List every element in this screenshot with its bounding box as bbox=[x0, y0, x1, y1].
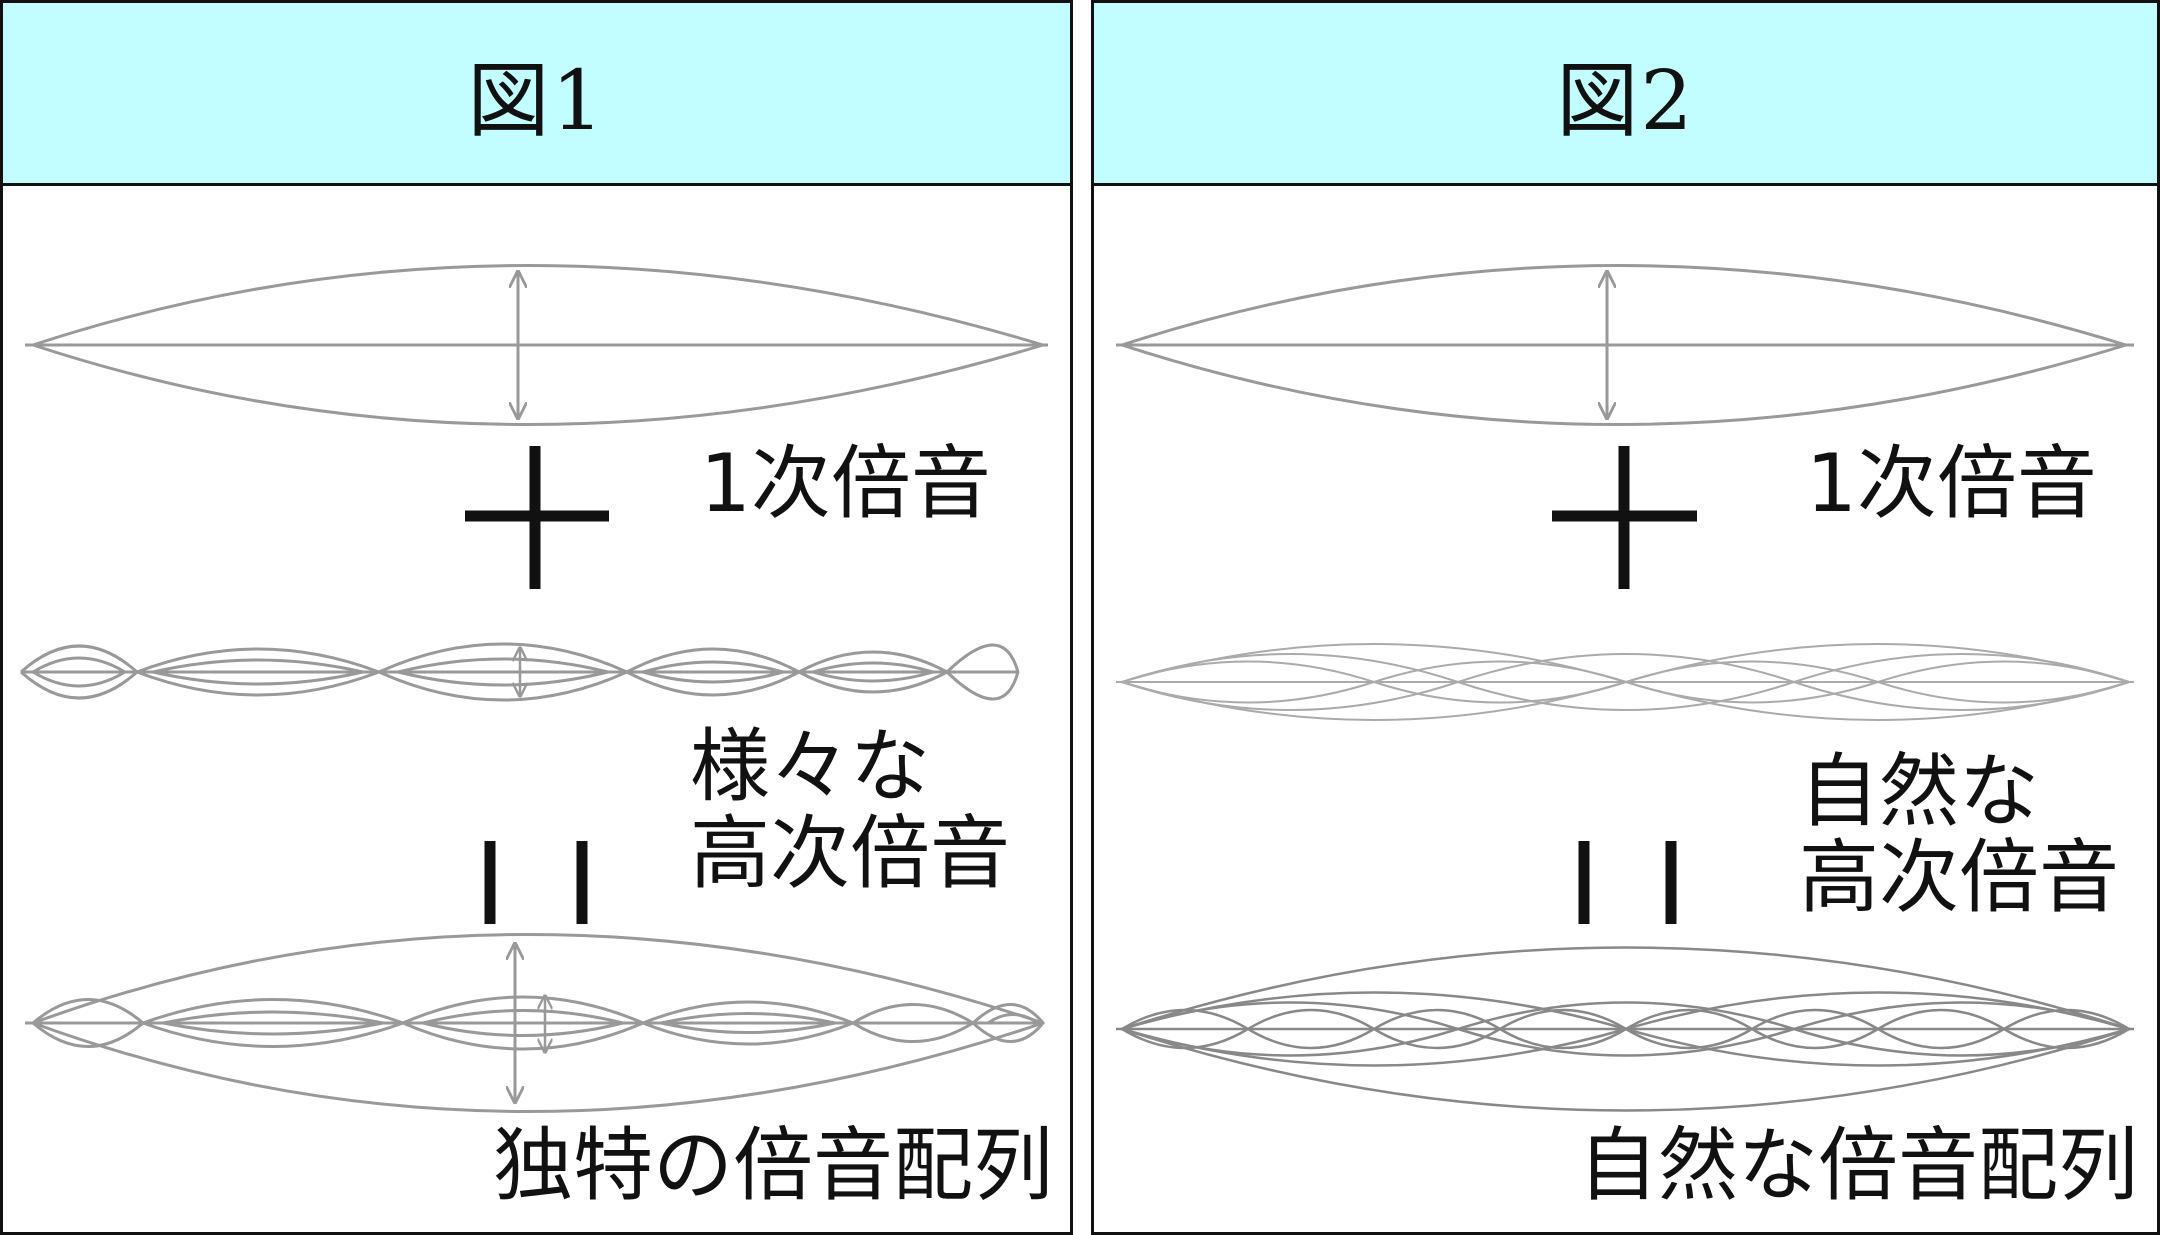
plus-sign bbox=[465, 446, 609, 589]
equals-sign bbox=[1578, 841, 1677, 924]
label-result: 独特の倍音配列 bbox=[493, 1119, 1053, 1212]
fundamental-wave bbox=[25, 264, 1048, 426]
figure-1-diagram: 1次倍音 様々な 高次倍音 bbox=[3, 186, 1070, 1232]
figure-1-panel: 図1 bbox=[0, 0, 1073, 1235]
figure-2-svg: 1次倍音 自然な 高次倍音 bbox=[1116, 264, 2138, 1212]
label-overtones-line2: 高次倍音 bbox=[690, 807, 1010, 900]
label-overtones-line2: 高次倍音 bbox=[1799, 831, 2119, 924]
figure-2-title: 図2 bbox=[1556, 53, 1695, 149]
label-overtones-line1: 自然な bbox=[1799, 745, 2039, 838]
result-wave bbox=[1116, 946, 2134, 1112]
overtones-wave bbox=[1116, 643, 2134, 721]
figure-1-header: 図1 bbox=[3, 3, 1070, 186]
label-fundamental: 1次倍音 bbox=[700, 437, 991, 530]
figure-2-diagram: 1次倍音 自然な 高次倍音 bbox=[1094, 186, 2157, 1232]
equals-sign bbox=[484, 841, 588, 924]
label-fundamental: 1次倍音 bbox=[1806, 437, 2097, 530]
plus-sign bbox=[1552, 446, 1697, 589]
result-wave bbox=[25, 933, 1045, 1113]
fundamental-wave bbox=[1116, 264, 2134, 426]
label-overtones-line1: 様々な bbox=[690, 720, 930, 813]
figure-2-panel: 図2 bbox=[1091, 0, 2160, 1235]
figure-2-header: 図2 bbox=[1094, 3, 2157, 186]
label-result: 自然な倍音配列 bbox=[1578, 1119, 2138, 1212]
figure-1-svg: 1次倍音 様々な 高次倍音 bbox=[19, 264, 1053, 1212]
figure-1-title: 図1 bbox=[467, 53, 606, 149]
